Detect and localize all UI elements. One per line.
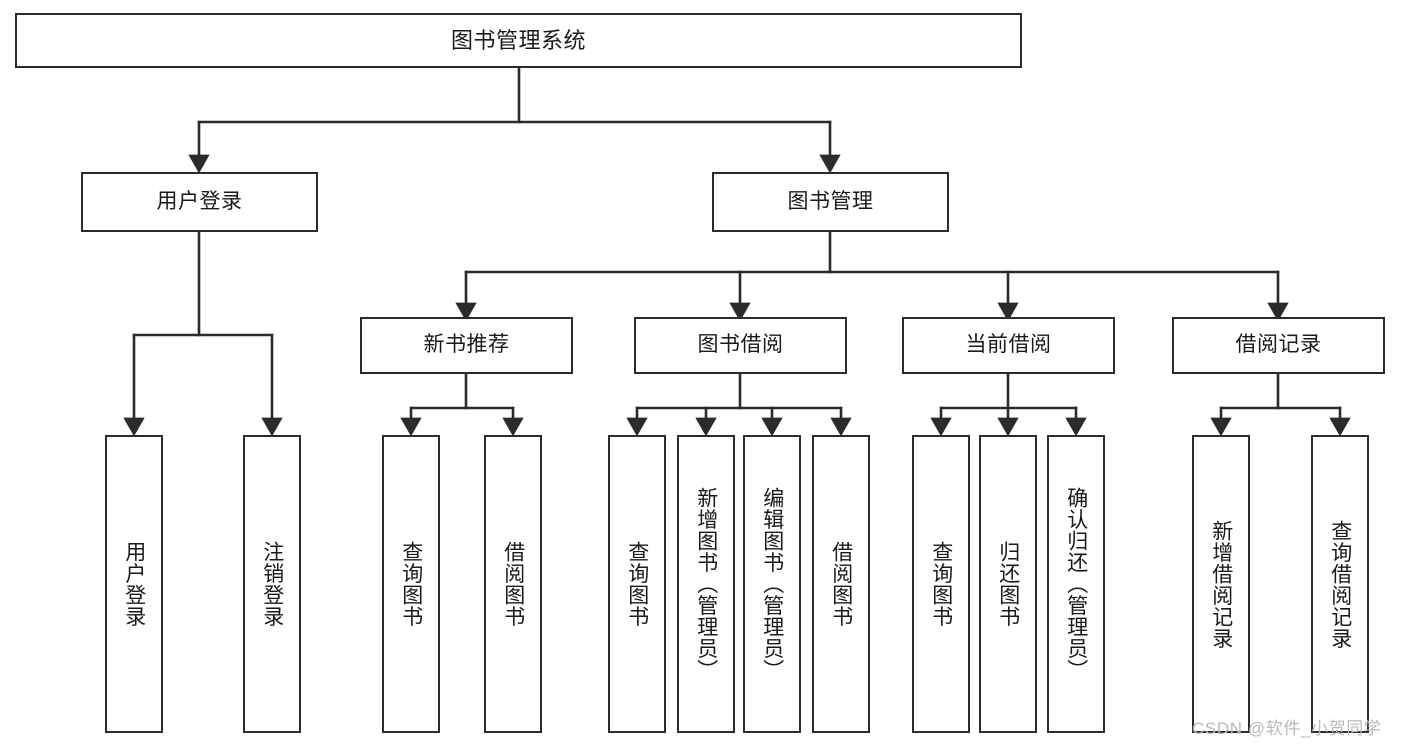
node-label: 编辑图书（管理员） [760, 487, 784, 681]
leaf-current-borrow-confirm-return[interactable]: 确认归还（管理员） [1047, 435, 1105, 733]
node-label: 借阅图书 [501, 541, 525, 627]
leaf-new-book-borrow[interactable]: 借阅图书 [484, 435, 542, 733]
watermark-text: CSDN @软件_小贺同学 [1192, 719, 1382, 738]
node-label: 新增图书（管理员） [694, 487, 718, 681]
node-label: 注销登录 [260, 541, 284, 627]
leaf-current-borrow-return[interactable]: 归还图书 [979, 435, 1037, 733]
leaf-book-borrow-edit[interactable]: 编辑图书（管理员） [743, 435, 801, 733]
node-label: 查询图书 [625, 541, 649, 627]
leaf-user-login-logout[interactable]: 注销登录 [243, 435, 301, 733]
leaf-book-borrow-add[interactable]: 新增图书（管理员） [677, 435, 735, 733]
node-label: 图书管理 [787, 189, 874, 213]
node-label: 借阅记录 [1235, 333, 1322, 357]
node-label: 借阅图书 [829, 541, 853, 627]
node-label: 确认归还（管理员） [1064, 487, 1088, 681]
leaf-user-login-login[interactable]: 用户登录 [105, 435, 163, 733]
node-label: 新增借阅记录 [1209, 519, 1233, 649]
node-new-book-recommend[interactable]: 新书推荐 [360, 317, 573, 374]
node-label: 查询图书 [929, 541, 953, 627]
node-book-management[interactable]: 图书管理 [712, 172, 949, 232]
node-book-borrow[interactable]: 图书借阅 [634, 317, 847, 374]
leaf-current-borrow-query[interactable]: 查询图书 [912, 435, 970, 733]
node-label: 当前借阅 [965, 333, 1052, 357]
node-label: 图书管理系统 [450, 27, 586, 53]
node-root-system[interactable]: 图书管理系统 [15, 13, 1022, 68]
node-user-login[interactable]: 用户登录 [81, 172, 318, 232]
leaf-book-borrow-query[interactable]: 查询图书 [608, 435, 666, 733]
leaf-borrow-record-add[interactable]: 新增借阅记录 [1192, 435, 1250, 733]
node-label: 用户登录 [156, 189, 243, 213]
node-borrow-record[interactable]: 借阅记录 [1172, 317, 1385, 374]
node-label: 用户登录 [122, 541, 146, 627]
node-label: 归还图书 [996, 541, 1020, 627]
node-label: 查询图书 [399, 541, 423, 627]
node-label: 图书借阅 [697, 333, 784, 357]
node-label: 查询借阅记录 [1328, 519, 1352, 649]
leaf-new-book-query[interactable]: 查询图书 [382, 435, 440, 733]
node-current-borrow[interactable]: 当前借阅 [902, 317, 1115, 374]
leaf-borrow-record-query[interactable]: 查询借阅记录 [1311, 435, 1369, 733]
leaf-book-borrow-borrow[interactable]: 借阅图书 [812, 435, 870, 733]
node-label: 新书推荐 [423, 333, 510, 357]
